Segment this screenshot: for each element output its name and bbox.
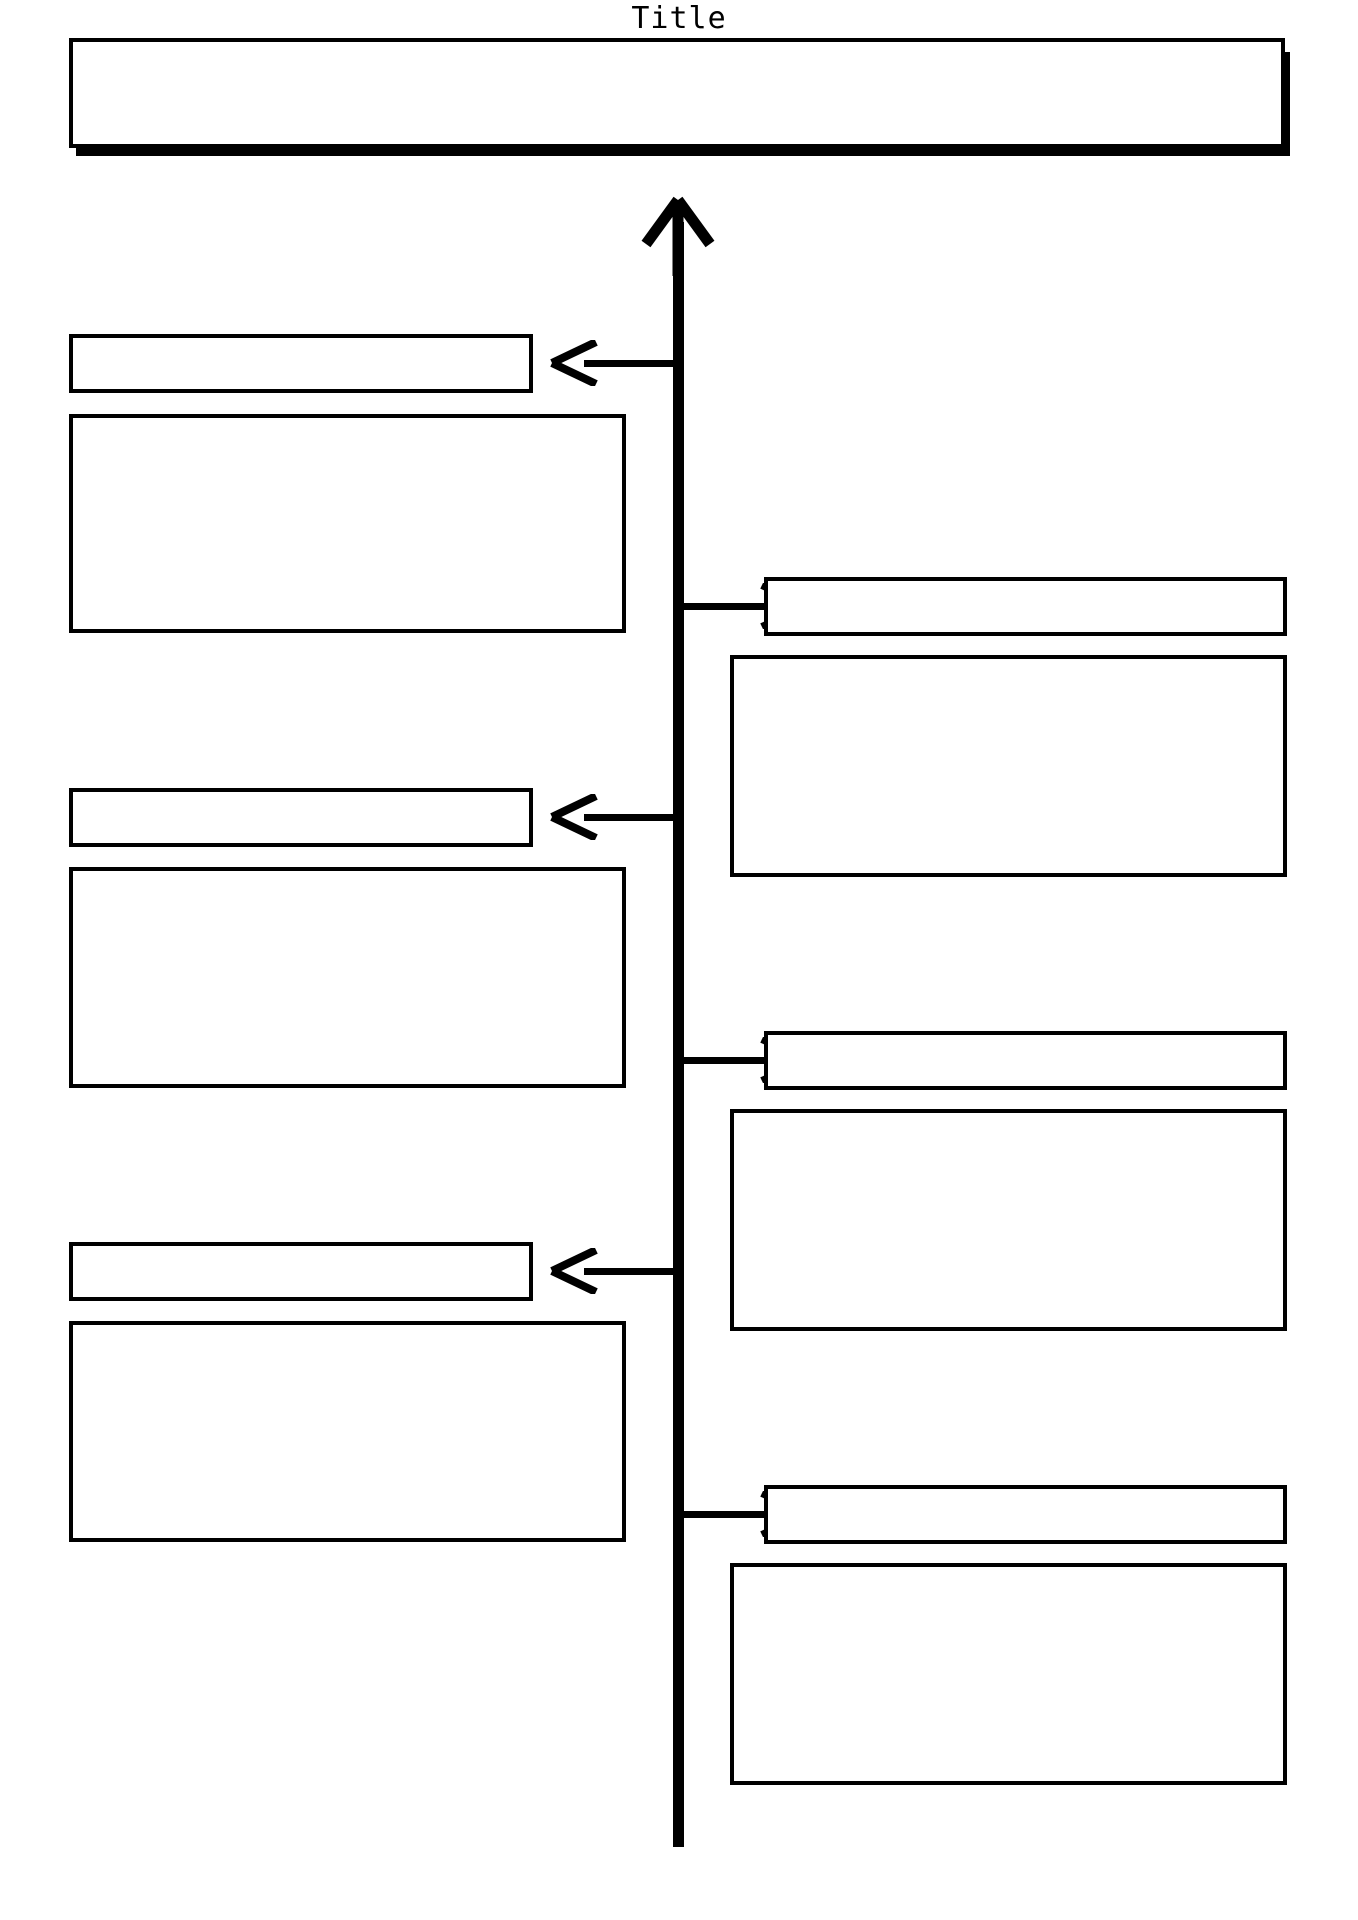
right-entry-2-body[interactable] [730, 1109, 1287, 1331]
connector-left-2 [548, 794, 680, 840]
right-entry-3-label[interactable] [764, 1485, 1287, 1544]
left-entry-2-body[interactable] [69, 867, 626, 1088]
right-entry-1-label[interactable] [764, 577, 1287, 636]
left-entry-2-label[interactable] [69, 788, 533, 847]
left-entry-1-body[interactable] [69, 414, 626, 633]
arrow-left-icon [550, 1248, 598, 1294]
timeline-up-arrow-icon [628, 196, 728, 276]
timeline-spine [673, 222, 684, 1847]
title-legend: Title [0, 2, 1358, 36]
right-entry-1-body[interactable] [730, 655, 1287, 877]
right-entry-3-body[interactable] [730, 1563, 1287, 1785]
connector-left-3 [548, 1248, 680, 1294]
right-entry-2-label[interactable] [764, 1031, 1287, 1090]
title-legend-label: Title [615, 2, 743, 36]
arrow-left-icon [550, 340, 598, 386]
arrow-left-icon [550, 794, 598, 840]
left-entry-3-body[interactable] [69, 1321, 626, 1542]
left-entry-1-label[interactable] [69, 334, 533, 393]
left-entry-3-label[interactable] [69, 1242, 533, 1301]
title-field[interactable] [69, 38, 1285, 148]
connector-left-1 [548, 340, 680, 386]
